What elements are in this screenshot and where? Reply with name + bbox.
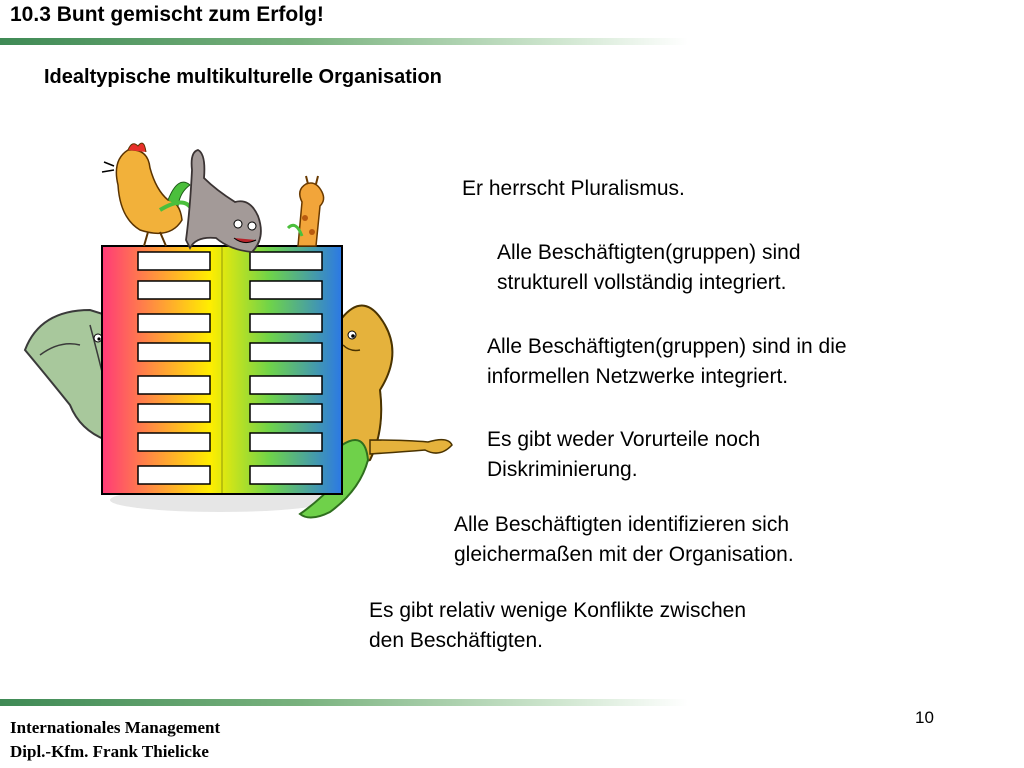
statement-no-prejudice: Es gibt weder Vorurteile noch Diskrimini… bbox=[487, 428, 761, 481]
statement-pluralism: Er herrscht Pluralismus. bbox=[462, 177, 685, 200]
slide-subtitle: Idealtypische multikulturelle Organisati… bbox=[44, 66, 442, 88]
statement-informal-networks: Alle Beschäftigten(gruppen) sind in die … bbox=[487, 335, 847, 388]
footer-author: Dipl.-Kfm. Frank Thielicke bbox=[10, 742, 209, 761]
slide-title: 10.3 Bunt gemischt zum Erfolg! bbox=[10, 3, 324, 26]
statement-structural-integration: Alle Beschäftigten(gruppen) sind struktu… bbox=[497, 241, 801, 294]
footer-divider bbox=[0, 699, 860, 706]
lizard-icon bbox=[298, 439, 370, 519]
statement-few-conflicts: Es gibt relativ wenige Konflikte zwische… bbox=[369, 599, 747, 652]
page-number: 10 bbox=[915, 708, 934, 727]
footer-course: Internationales Management bbox=[10, 718, 221, 737]
lion-icon bbox=[341, 304, 453, 472]
illustration-animals-building bbox=[23, 142, 453, 519]
rooster-icon bbox=[101, 142, 194, 247]
elephant-icon bbox=[23, 308, 107, 442]
header-divider bbox=[0, 38, 860, 45]
cat-icon bbox=[185, 149, 262, 253]
statement-identification: Alle Beschäftigten identifizieren sich g… bbox=[454, 513, 794, 566]
giraffe-icon bbox=[286, 175, 325, 247]
office-building bbox=[101, 245, 343, 495]
footer: Internationales Management Dipl.-Kfm. Fr… bbox=[10, 716, 220, 764]
